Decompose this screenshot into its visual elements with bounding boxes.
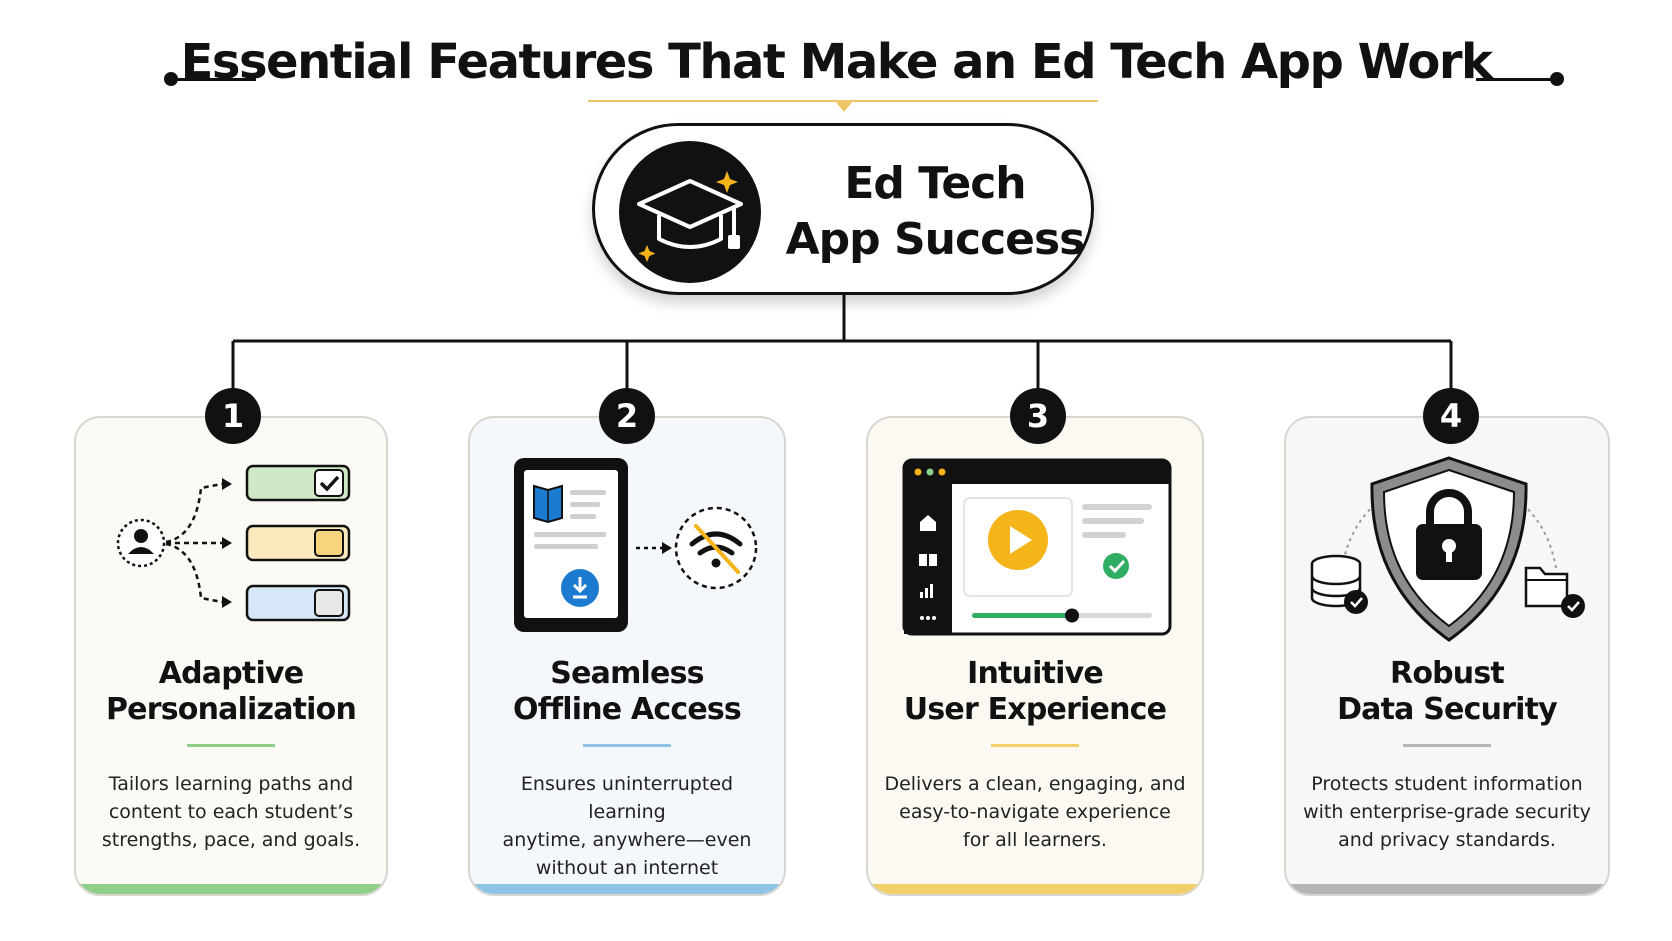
title-caret-icon bbox=[835, 101, 853, 112]
card-title-line2: Data Security bbox=[1337, 692, 1558, 727]
page-title: Essential Features That Make an Ed Tech … bbox=[180, 34, 1493, 90]
title-right-dot bbox=[1550, 72, 1564, 86]
card-description: Ensures uninterrupted learning anytime, … bbox=[484, 770, 770, 894]
card-desc-line: and privacy standards. bbox=[1338, 829, 1556, 851]
card-desc-line: Protects student information bbox=[1311, 773, 1583, 795]
security-illustration bbox=[1310, 456, 1585, 642]
graduation-cap-icon bbox=[619, 141, 761, 283]
card-title: Seamless Offline Access bbox=[470, 656, 784, 728]
card-title-line1: Intuitive bbox=[967, 656, 1104, 691]
feature-card-security: Robust Data Security Protects student in… bbox=[1284, 416, 1610, 896]
card-desc-line: Ensures uninterrupted learning bbox=[520, 773, 734, 823]
card-desc-line: Tailors learning paths and bbox=[108, 773, 354, 795]
title-right-line bbox=[1476, 78, 1562, 81]
card-description: Protects student information with enterp… bbox=[1300, 770, 1594, 854]
card-title: Intuitive User Experience bbox=[868, 656, 1202, 728]
card-title-line1: Seamless bbox=[550, 656, 704, 691]
card-divider bbox=[1403, 744, 1491, 747]
title-row: Essential Features That Make an Ed Tech … bbox=[0, 30, 1672, 112]
card-description: Tailors learning paths and content to ea… bbox=[90, 770, 372, 854]
card-title-line2: Offline Access bbox=[513, 692, 742, 727]
card-accent-bar bbox=[76, 884, 386, 894]
hub-label-line2: App Success bbox=[785, 214, 1086, 265]
feature-card-ux: Intuitive User Experience Delivers a cle… bbox=[866, 416, 1204, 896]
card-title-line1: Adaptive bbox=[158, 656, 304, 691]
card-desc-line: Delivers a clean, engaging, and bbox=[884, 773, 1186, 795]
card-divider bbox=[187, 744, 275, 747]
feature-number-badge: 2 bbox=[599, 388, 655, 444]
card-divider bbox=[583, 744, 671, 747]
feature-number-badge: 3 bbox=[1010, 388, 1066, 444]
card-divider bbox=[991, 744, 1079, 747]
card-desc-line: anytime, anywhere—even bbox=[502, 829, 752, 851]
offline-illustration bbox=[514, 458, 758, 632]
card-desc-line: easy-to-navigate experience bbox=[899, 801, 1171, 823]
hub-label: Ed Tech App Success bbox=[785, 156, 1086, 268]
card-desc-line: with enterprise-grade security bbox=[1303, 801, 1591, 823]
card-title-line1: Robust bbox=[1390, 656, 1505, 691]
card-desc-line: strengths, pace, and goals. bbox=[101, 829, 361, 851]
card-accent-bar bbox=[1286, 884, 1608, 894]
hub-pill: Ed Tech App Success bbox=[592, 123, 1094, 295]
card-accent-bar bbox=[470, 884, 784, 894]
title-left-line bbox=[170, 78, 256, 81]
card-title: Robust Data Security bbox=[1286, 656, 1608, 728]
hub-label-line1: Ed Tech bbox=[844, 158, 1026, 209]
card-description: Delivers a clean, engaging, and easy-to-… bbox=[882, 770, 1188, 854]
card-desc-line: content to each student’s bbox=[108, 801, 354, 823]
ux-illustration bbox=[902, 458, 1172, 636]
feature-card-offline: Seamless Offline Access Ensures uninterr… bbox=[468, 416, 786, 896]
card-title-line2: User Experience bbox=[903, 692, 1167, 727]
card-title: Adaptive Personalization bbox=[76, 656, 386, 728]
card-title-line2: Personalization bbox=[105, 692, 357, 727]
card-desc-line: for all learners. bbox=[963, 829, 1107, 851]
feature-number-badge: 4 bbox=[1423, 388, 1479, 444]
feature-number-badge: 1 bbox=[205, 388, 261, 444]
feature-card-personalization: Adaptive Personalization Tailors learnin… bbox=[74, 416, 388, 896]
personalization-illustration bbox=[116, 464, 351, 622]
card-accent-bar bbox=[868, 884, 1202, 894]
